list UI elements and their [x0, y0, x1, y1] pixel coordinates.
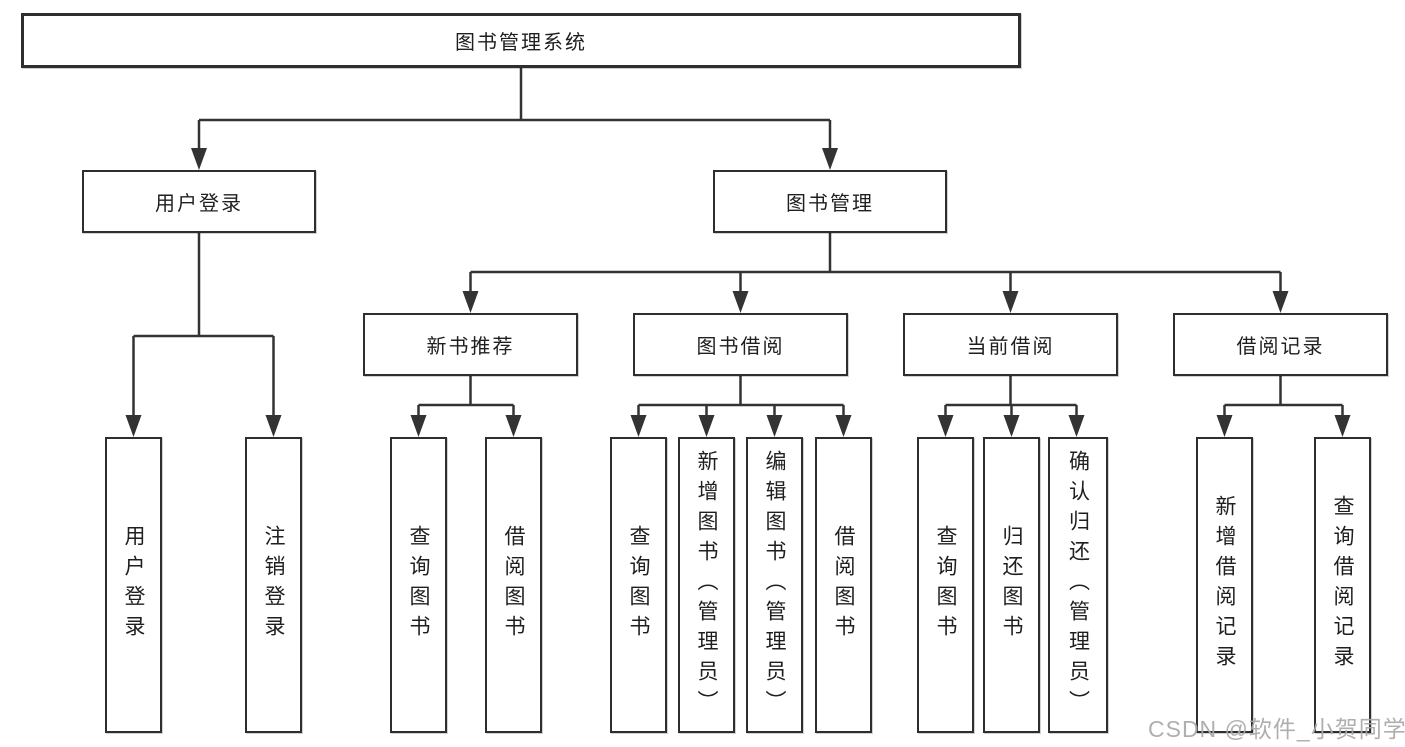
- leaf-borrow-add-books-admin: 新增图书（管理员）: [678, 437, 735, 733]
- arrow-icon: [1334, 415, 1351, 437]
- leaf-record-query-borrow-record: 查询借阅记录: [1314, 437, 1371, 733]
- arrow-icon: [766, 415, 783, 437]
- node-book-management-label: 图书管理: [786, 193, 874, 215]
- leaf-current-return-books-label: 归还图书: [1000, 525, 1023, 645]
- arrow-icon: [1003, 415, 1020, 437]
- arrow-icon: [462, 291, 479, 313]
- leaf-borrow-borrow-books: 借阅图书: [815, 437, 872, 733]
- edge-book-management-to-level3: [469, 233, 1282, 293]
- leaf-current-query-books-label: 查询图书: [934, 525, 957, 645]
- leaf-borrow-edit-books-admin-label: 编辑图书（管理员）: [763, 450, 786, 720]
- node-book-borrow: 图书借阅: [633, 313, 848, 376]
- node-user-login-label: 用户登录: [155, 193, 243, 215]
- leaf-current-confirm-return-admin-label: 确认归还（管理员）: [1066, 450, 1090, 720]
- leaf-logout: 注销登录: [245, 437, 302, 733]
- node-book-borrow-label: 图书借阅: [696, 336, 785, 358]
- arrowheads: [125, 148, 1351, 437]
- arrow-icon: [732, 291, 749, 313]
- leaf-recommend-borrow-books: 借阅图书: [485, 437, 542, 733]
- node-borrow-record-label: 借阅记录: [1236, 336, 1325, 358]
- leaf-borrow-add-books-admin-label: 新增图书（管理员）: [695, 450, 718, 720]
- node-user-login: 用户登录: [82, 170, 316, 233]
- leaf-borrow-edit-books-admin: 编辑图书（管理员）: [746, 437, 803, 733]
- node-borrow-record: 借阅记录: [1173, 313, 1388, 376]
- node-root-label: 图书管理系统: [455, 32, 587, 54]
- edge-user-login-to-leaves: [132, 233, 275, 417]
- arrow-icon: [1216, 415, 1233, 437]
- arrow-icon: [125, 415, 142, 437]
- edge-current-to-leaves: [944, 376, 1078, 417]
- leaf-current-query-books: 查询图书: [917, 437, 974, 733]
- node-book-management: 图书管理: [713, 170, 947, 233]
- arrow-icon: [822, 148, 838, 170]
- edge-record-to-leaves: [1223, 376, 1344, 417]
- leaf-recommend-query-books-label: 查询图书: [407, 525, 430, 645]
- arrow-icon: [410, 415, 427, 437]
- node-current-borrow: 当前借阅: [903, 313, 1118, 376]
- arrow-icon: [505, 415, 522, 437]
- arrow-icon: [191, 148, 207, 170]
- edge-recommend-to-leaves: [417, 376, 515, 417]
- leaf-current-confirm-return-admin: 确认归还（管理员）: [1048, 437, 1108, 733]
- node-new-book-recommend: 新书推荐: [363, 313, 578, 376]
- leaf-record-query-borrow-record-label: 查询借阅记录: [1331, 495, 1354, 675]
- leaf-current-return-books: 归还图书: [983, 437, 1040, 733]
- arrow-icon: [630, 415, 647, 437]
- leaf-user-login: 用户登录: [105, 437, 162, 733]
- arrow-icon: [698, 415, 715, 437]
- edge-root-to-level2: [197, 66, 832, 150]
- arrow-icon: [1272, 291, 1289, 313]
- tree-edges: [132, 66, 1344, 417]
- node-root: 图书管理系统: [21, 13, 1021, 68]
- csdn-watermark: CSDN @软件_小贺同学: [1148, 716, 1405, 742]
- leaf-record-add-borrow-record-label: 新增借阅记录: [1213, 495, 1236, 675]
- leaf-recommend-borrow-books-label: 借阅图书: [502, 525, 525, 645]
- node-current-borrow-label: 当前借阅: [966, 336, 1055, 358]
- arrow-icon: [835, 415, 852, 437]
- leaf-user-login-label: 用户登录: [122, 525, 145, 645]
- leaf-borrow-borrow-books-label: 借阅图书: [832, 525, 855, 645]
- leaf-borrow-query-books-label: 查询图书: [627, 525, 650, 645]
- arrow-icon: [1002, 291, 1019, 313]
- leaf-recommend-query-books: 查询图书: [390, 437, 447, 733]
- arrow-icon: [1068, 415, 1085, 437]
- leaf-logout-label: 注销登录: [262, 525, 285, 645]
- leaf-record-add-borrow-record: 新增借阅记录: [1196, 437, 1253, 733]
- edge-borrow-to-leaves: [637, 376, 845, 417]
- arrow-icon: [937, 415, 954, 437]
- arrow-icon: [265, 415, 282, 437]
- node-new-book-recommend-label: 新书推荐: [426, 336, 515, 358]
- leaf-borrow-query-books: 查询图书: [610, 437, 667, 733]
